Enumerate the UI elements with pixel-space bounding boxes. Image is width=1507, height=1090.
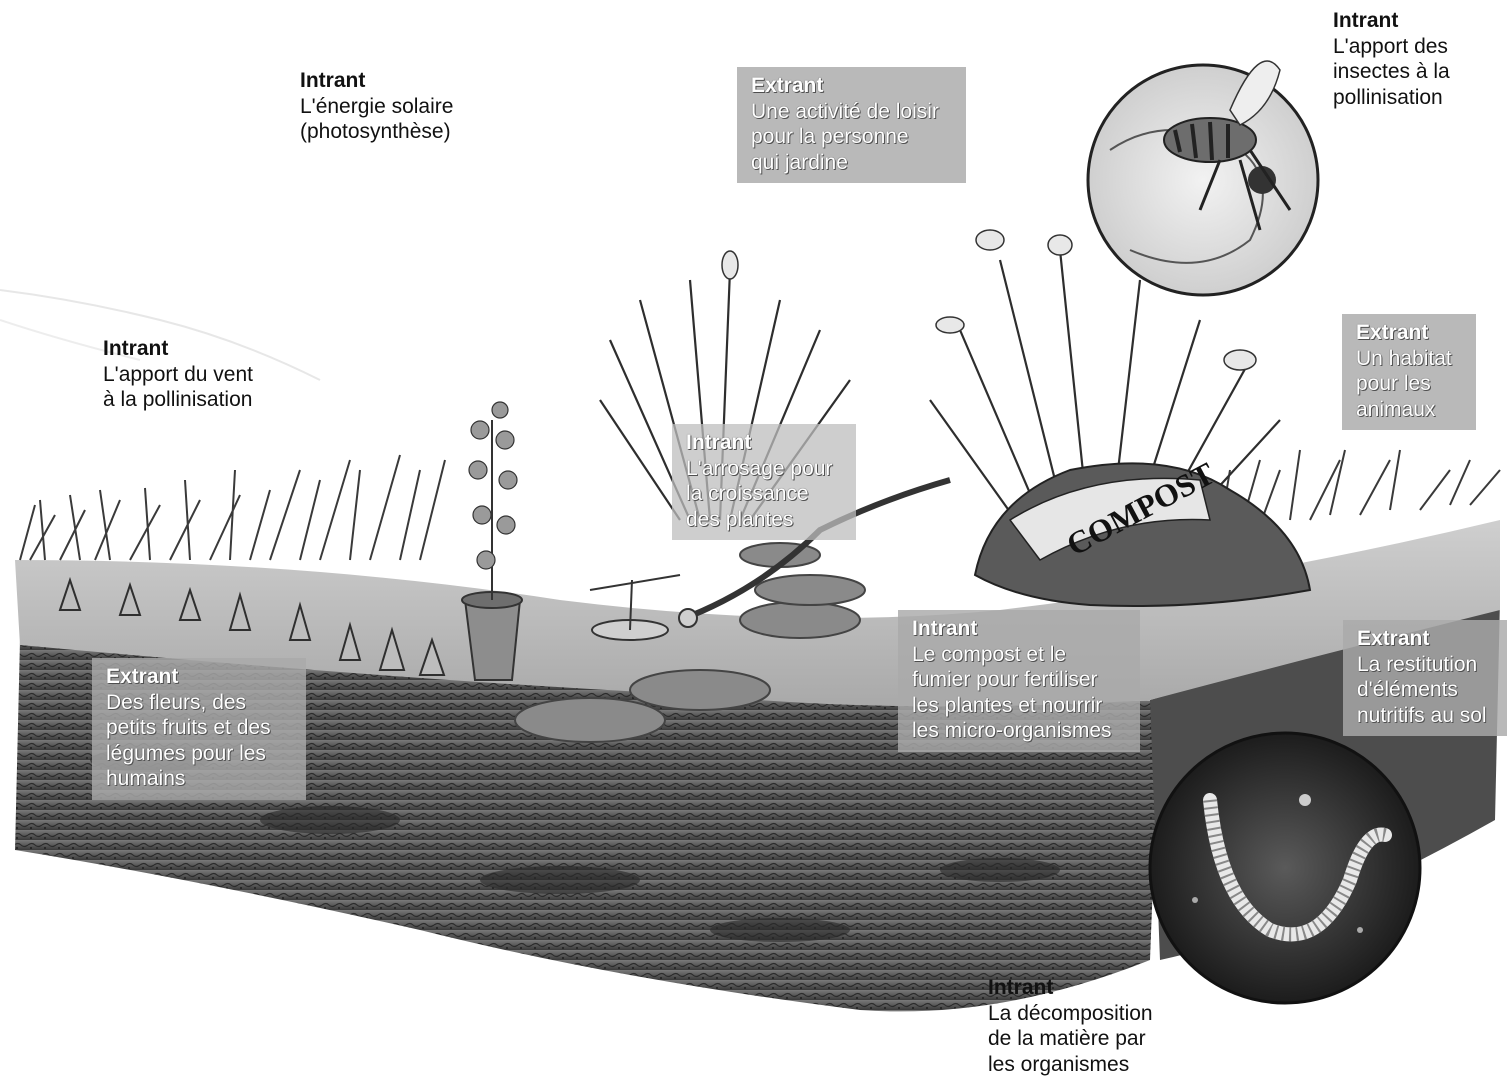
- bee-inset: [1088, 61, 1318, 295]
- label-insect-pollination: Intrant L'apport des insectes à la polli…: [1333, 8, 1450, 110]
- label-desc: Des fleurs, des petits fruits et des lég…: [106, 690, 296, 792]
- label-kind: Intrant: [988, 975, 1153, 1001]
- label-kind: Intrant: [686, 430, 846, 456]
- label-kind: Intrant: [1333, 8, 1450, 34]
- label-kind: Extrant: [1356, 320, 1466, 346]
- label-desc: Une activité de loisir pour la personne …: [751, 99, 956, 176]
- label-animal-habitat: Extrant Un habitat pour les animaux: [1342, 314, 1476, 430]
- label-desc: L'arrosage pour la croissance des plante…: [686, 456, 846, 533]
- label-desc: L'apport des insectes à la pollinisation: [1333, 34, 1450, 111]
- label-solar-energy: Intrant L'énergie solaire (photosynthèse…: [300, 68, 453, 145]
- label-kind: Extrant: [751, 73, 956, 99]
- label-leisure-activity: Extrant Une activité de loisir pour la p…: [737, 67, 966, 183]
- worm-inset: [1150, 733, 1420, 1003]
- label-desc: La restitution d'éléments nutritifs au s…: [1357, 652, 1497, 729]
- label-desc: L'énergie solaire (photosynthèse): [300, 94, 453, 145]
- label-kind: Intrant: [300, 68, 453, 94]
- label-compost-manure: Intrant Le compost et le fumier pour fer…: [898, 610, 1140, 752]
- label-kind: Intrant: [912, 616, 1130, 642]
- label-kind: Extrant: [106, 664, 296, 690]
- label-desc: Le compost et le fumier pour fertiliser …: [912, 642, 1130, 744]
- compost-bag: COMPOST: [975, 455, 1310, 606]
- label-flowers-fruits-vegetables: Extrant Des fleurs, des petits fruits et…: [92, 658, 306, 800]
- label-desc: La décomposition de la matière par les o…: [988, 1001, 1153, 1078]
- label-desc: L'apport du vent à la pollinisation: [103, 362, 253, 413]
- label-decomposition: Intrant La décomposition de la matière p…: [988, 975, 1153, 1077]
- label-desc: Un habitat pour les animaux: [1356, 346, 1466, 423]
- label-watering: Intrant L'arrosage pour la croissance de…: [672, 424, 856, 540]
- label-kind: Extrant: [1357, 626, 1497, 652]
- potted-plant: [462, 402, 522, 680]
- label-nutrient-restitution: Extrant La restitution d'éléments nutrit…: [1343, 620, 1507, 736]
- label-kind: Intrant: [103, 336, 253, 362]
- label-wind-pollination: Intrant L'apport du vent à la pollinisat…: [103, 336, 253, 413]
